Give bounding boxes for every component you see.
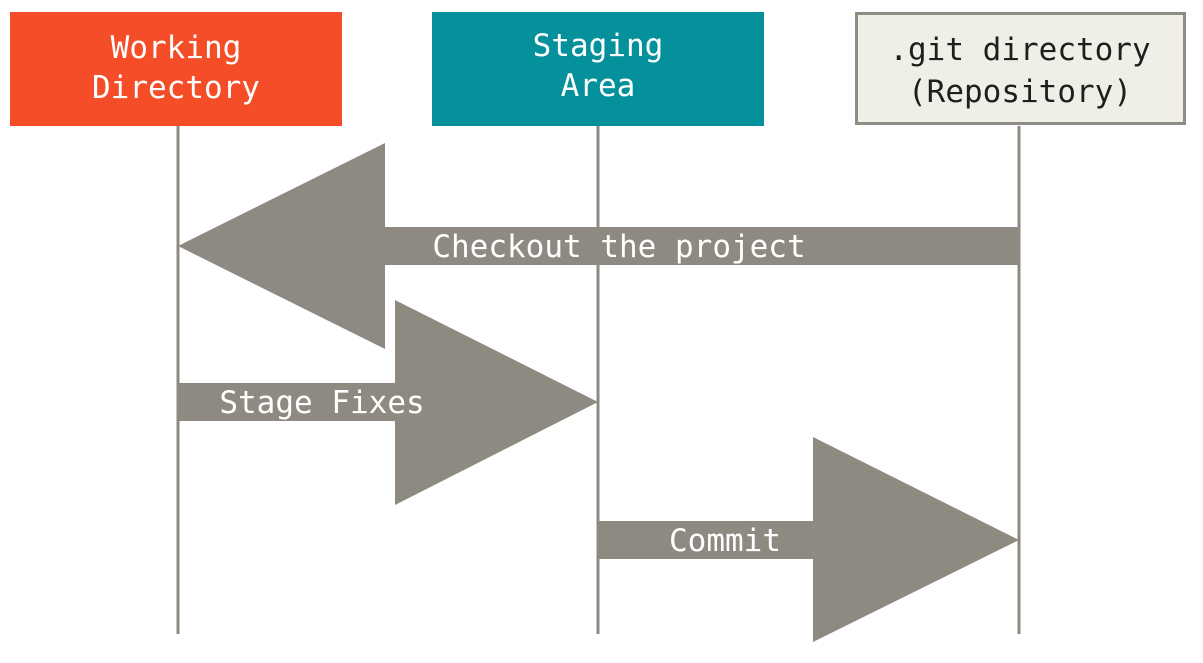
stage-staging-area: Staging Area bbox=[432, 12, 764, 126]
arrow-checkout: Checkout the project bbox=[178, 143, 1019, 349]
stage-label-working-line2: Directory bbox=[92, 70, 260, 106]
stage-label-staging-line2: Area bbox=[561, 68, 636, 104]
stage-label-repo-line1: .git directory bbox=[889, 32, 1150, 68]
stage-working-directory: Working Directory bbox=[10, 12, 342, 126]
arrow-commit-shape bbox=[598, 437, 1019, 642]
arrow-checkout-label: Checkout the project bbox=[432, 229, 805, 265]
stage-box-working bbox=[10, 12, 342, 126]
stage-box-repo bbox=[855, 12, 1186, 125]
arrow-checkout-shape bbox=[178, 143, 1019, 349]
arrow-commit: Commit bbox=[598, 437, 1019, 642]
arrow-stage-fixes-shape bbox=[178, 300, 598, 505]
stage-box-staging bbox=[432, 12, 764, 126]
arrow-stage-fixes: Stage Fixes bbox=[178, 300, 598, 505]
stage-label-staging-line1: Staging bbox=[533, 28, 664, 64]
stage-label-repo-line2: (Repository) bbox=[908, 74, 1132, 110]
arrow-commit-label: Commit bbox=[669, 523, 781, 559]
arrow-stage-fixes-label: Stage Fixes bbox=[219, 385, 424, 421]
stage-git-repository: .git directory (Repository) bbox=[855, 12, 1186, 125]
stage-label-working-line1: Working bbox=[111, 30, 242, 66]
